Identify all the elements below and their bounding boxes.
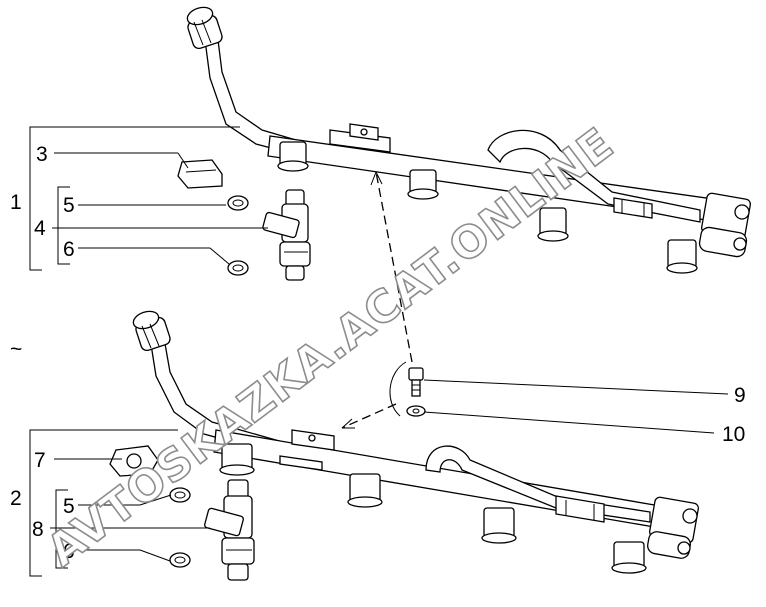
callout-7: 7	[34, 449, 46, 472]
injector-cup-top-4-icon	[666, 239, 698, 274]
injector-cup-top-2-icon	[407, 169, 439, 200]
callout-3: 3	[36, 143, 48, 166]
mounting-bracket-top-icon	[329, 123, 391, 153]
fuel-rail-assembly-bottom	[132, 310, 699, 574]
injector-cup-bottom-1-icon	[219, 443, 255, 476]
washer-10-icon	[406, 405, 426, 417]
fuel-return-loop-top	[487, 129, 701, 223]
rail-clip-top-icon	[613, 197, 653, 219]
mounting-bracket-bottom-icon	[279, 429, 335, 471]
callout-8: 8	[32, 518, 44, 541]
rail-end-fitting-bottom-icon	[647, 496, 699, 559]
group-bracket-2	[29, 429, 178, 577]
o-ring-5-top-icon	[227, 195, 249, 211]
callout-6-bottom: 6	[63, 540, 75, 563]
bolt-9-icon	[408, 367, 424, 397]
watermark-text: AVTOSKAZKA.ACAT.ONLINE	[38, 118, 623, 577]
injector-cup-bottom-4-icon	[611, 541, 647, 574]
fuel-rail-assembly-top	[186, 6, 751, 274]
callout-5-top: 5	[63, 194, 75, 217]
rail-end-fitting-top-icon	[698, 192, 751, 258]
group-bracket-8	[50, 489, 210, 569]
injector-cup-bottom-2-icon	[347, 473, 383, 508]
retaining-clip-3-icon	[177, 159, 223, 189]
assembly-path-washer-to-bottom	[341, 403, 397, 429]
fuel-injector-bottom-icon	[204, 479, 255, 581]
callout-5-bottom: 5	[63, 495, 75, 518]
o-ring-6-bottom-icon	[169, 552, 191, 568]
fuel-return-loop-bottom	[425, 445, 651, 523]
fuel-injector-top-icon	[262, 189, 311, 281]
assembly-path-bolt-to-top	[375, 171, 413, 363]
callout-10: 10	[722, 423, 745, 446]
group-bracket-1	[29, 126, 240, 271]
retaining-clip-7-icon	[109, 445, 159, 477]
group-bracket-4	[52, 186, 268, 265]
bolt-group-arc	[389, 361, 407, 417]
callout-4: 4	[34, 217, 46, 240]
rail-clip-bottom-icon	[555, 495, 605, 523]
fuel-inlet-cap-top-icon	[186, 6, 223, 50]
callout-6-top: 6	[63, 238, 75, 261]
callout-2: 2	[10, 487, 22, 510]
callout-tilde: ~	[10, 338, 22, 361]
injector-cup-bottom-3-icon	[481, 507, 517, 544]
o-ring-6-top-icon	[227, 260, 249, 276]
injector-cup-top-1-icon	[277, 141, 309, 172]
callout-9: 9	[734, 384, 746, 407]
injector-cup-top-3-icon	[537, 207, 569, 242]
callout-1: 1	[10, 191, 22, 214]
fuel-inlet-cap-bottom-icon	[132, 310, 171, 352]
